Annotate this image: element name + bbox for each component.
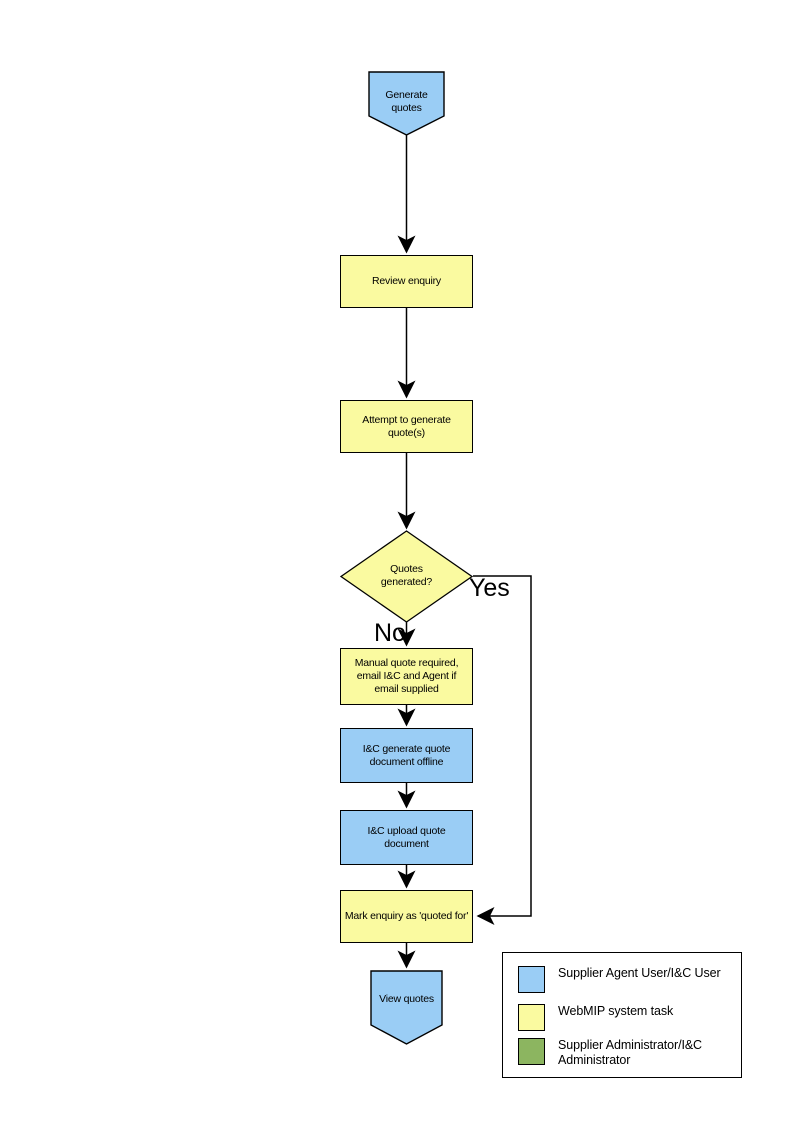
node-review-enquiry: Review enquiry	[340, 255, 473, 308]
edge-decision-yes-to-mark	[473, 575, 532, 925]
node-label: I&C upload quote document	[367, 824, 446, 850]
branch-label-no: No	[374, 619, 406, 647]
node-label: Quotes generated?	[380, 563, 433, 588]
legend-swatch-yellow-icon	[518, 1004, 545, 1031]
node-view-quotes: View quotes	[370, 970, 443, 1045]
node-quotes-generated-decision: Quotes generated?	[339, 530, 474, 623]
legend-item-webmip-system-task: WebMIP system task	[518, 1004, 673, 1031]
node-manual-quote-required: Manual quote required, email I&C and Age…	[340, 648, 473, 705]
pentagon-shape	[370, 970, 443, 1045]
node-label: Manual quote required, email I&C and Age…	[354, 657, 459, 695]
legend-swatch-blue-icon	[518, 966, 545, 993]
node-label: Review enquiry	[372, 275, 441, 287]
node-label: View quotes	[379, 993, 434, 1005]
legend-item-supplier-administrator: Supplier Administrator/I&C Administrator	[518, 1038, 702, 1068]
diamond-shape	[339, 530, 474, 623]
node-ic-upload-quote-document: I&C upload quote document	[340, 810, 473, 865]
node-label: Generate quotes	[385, 89, 428, 114]
legend-item-label: Supplier Agent User/I&C User	[558, 966, 721, 980]
legend: Supplier Agent User/I&C User WebMIP syst…	[502, 952, 742, 1078]
legend-item-label: Supplier Administrator/I&C Administrator	[558, 1038, 702, 1067]
node-label: Attempt to generate quote(s)	[362, 413, 451, 439]
legend-item-label: WebMIP system task	[558, 1004, 674, 1018]
node-generate-quotes: Generate quotes	[368, 71, 445, 136]
node-ic-generate-quote-document: I&C generate quote document offline	[340, 728, 473, 783]
legend-swatch-green-icon	[518, 1038, 545, 1065]
node-label: Mark enquiry as 'quoted for'	[344, 910, 469, 922]
legend-item-supplier-agent-user: Supplier Agent User/I&C User	[518, 966, 721, 993]
node-mark-enquiry-quoted-for: Mark enquiry as 'quoted for'	[340, 890, 473, 943]
node-label: I&C generate quote document offline	[362, 742, 451, 768]
branch-label-yes: Yes	[469, 574, 510, 602]
pentagon-shape	[368, 71, 445, 136]
node-attempt-generate-quotes: Attempt to generate quote(s)	[340, 400, 473, 453]
